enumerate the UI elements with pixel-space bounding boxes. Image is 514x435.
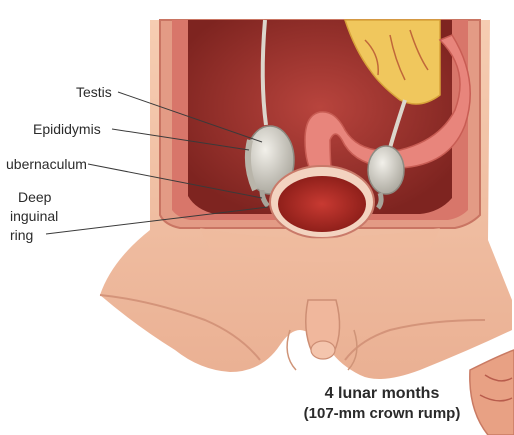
label-epididymis: Epididymis <box>33 121 101 137</box>
right-testis <box>368 146 404 194</box>
label-deep-inguinal-ring-line2: inguinal <box>10 208 58 224</box>
caption-age: 4 lunar months <box>262 385 502 403</box>
labioscrotal-fold-left <box>287 330 296 370</box>
bladder-cut-lumen <box>278 176 366 232</box>
label-gubernaculum: ubernaculum <box>6 156 87 172</box>
caption-crown-rump-length: (107-mm crown rump) <box>262 405 502 422</box>
label-deep-inguinal-ring-line3: ring <box>10 227 33 243</box>
label-deep-inguinal-ring-line1: Deep <box>18 189 51 205</box>
glans <box>311 341 335 359</box>
label-testis: Testis <box>76 84 112 100</box>
